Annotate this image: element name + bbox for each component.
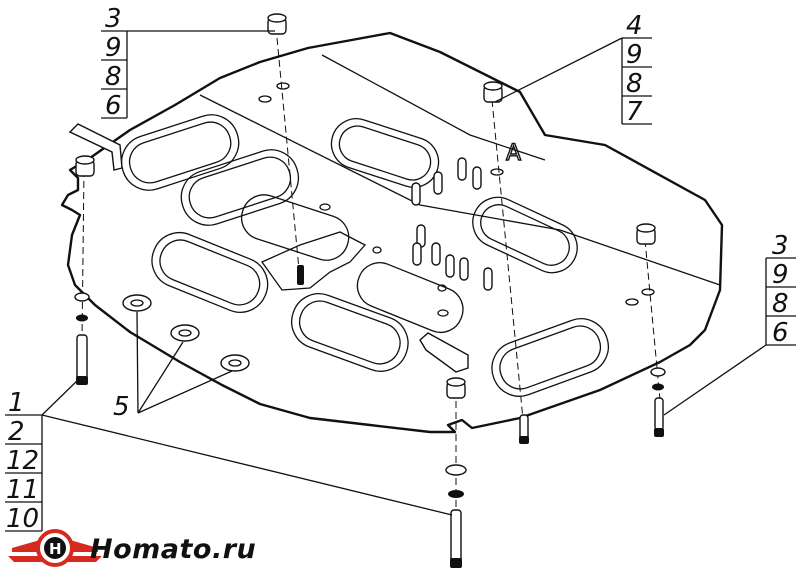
callout-num: 6 <box>772 318 789 348</box>
callout-num: 8 <box>626 69 643 99</box>
spacer-left <box>75 155 95 177</box>
callout-num: 5 <box>113 392 130 422</box>
callout-num: 9 <box>626 40 643 70</box>
callout-top-right: 4 9 8 7 <box>494 11 652 127</box>
left-bracket <box>68 123 123 171</box>
svg-text:H: H <box>49 540 62 558</box>
plate-bend-line <box>199 94 721 286</box>
left-washer-stack <box>74 292 90 385</box>
center-raised-section <box>261 231 367 291</box>
callout-right: 3 9 8 6 <box>663 231 796 416</box>
callout-num: 3 <box>772 231 789 261</box>
callout-num: 2 <box>8 417 25 447</box>
callout-num: 9 <box>105 33 122 63</box>
right-washer-stack <box>650 367 666 437</box>
callout-num: 8 <box>772 289 789 319</box>
bolt-top-left <box>297 265 304 285</box>
callout-num: 7 <box>626 97 643 127</box>
assembly-axis-lines <box>81 37 661 520</box>
spacer-right <box>636 223 656 245</box>
callout-washers: 5 <box>113 311 233 422</box>
front-bracket <box>419 332 469 373</box>
plate-slots <box>120 114 610 397</box>
callout-top-left: 3 9 8 6 <box>101 4 275 121</box>
plate-bend-line-2 <box>321 54 546 161</box>
callout-num: 1 <box>8 388 25 418</box>
callout-num: 10 <box>6 504 39 534</box>
callout-num: 4 <box>626 11 643 41</box>
callout-num: 8 <box>105 62 122 92</box>
bolt-top-right <box>519 414 529 444</box>
spacer-bottom <box>446 377 466 399</box>
callout-num: 12 <box>6 446 39 476</box>
callout-num: 3 <box>105 4 122 34</box>
callout-num: 6 <box>105 91 122 121</box>
callout-num: 11 <box>6 475 39 505</box>
plate-studs <box>411 157 493 291</box>
large-washers <box>122 294 250 372</box>
spacer-top-right <box>483 81 503 103</box>
plate-marking-letter: A <box>506 141 521 166</box>
logo-wordmark: Homato.ru <box>90 534 256 565</box>
logo-emblem-icon: H <box>8 529 102 567</box>
bottom-washer-stack <box>445 464 467 568</box>
skid-plate-outline <box>60 31 724 434</box>
mounting-holes <box>258 82 655 317</box>
callout-bottom-left: 1 2 12 11 10 <box>5 377 453 534</box>
brand-logo: H Homato.ru <box>8 529 256 567</box>
callout-num: 9 <box>772 260 789 290</box>
spacer-top-left <box>267 13 287 35</box>
